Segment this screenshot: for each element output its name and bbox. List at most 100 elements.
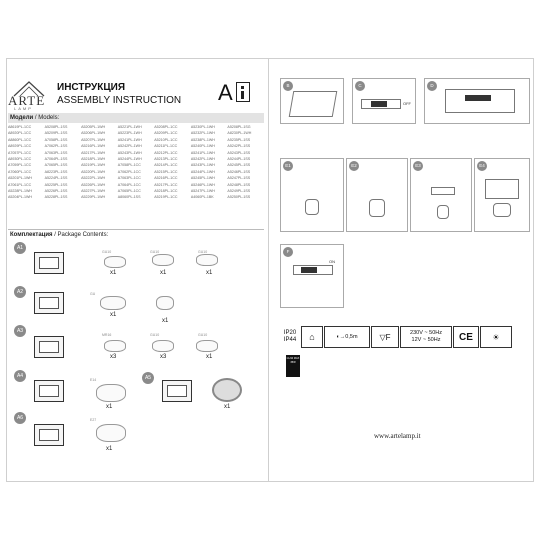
website[interactable]: www.artelamp.it — [374, 432, 421, 440]
model-item: A8619PL-1CC — [8, 125, 32, 129]
model-item: A5220PL-1WH — [81, 169, 106, 174]
model-item: A5227PL-1WH — [81, 189, 106, 194]
model-item: A8860PL-1CC — [8, 137, 32, 142]
model-item: A5249PL-1SS — [227, 189, 251, 194]
model-item: A5241PL-1WH — [117, 137, 142, 142]
socket-image — [152, 254, 174, 266]
model-item: A5205PL-1WH — [81, 125, 106, 129]
part-qty: x1 — [206, 270, 213, 276]
model-item: A5243PL-1WH — [190, 163, 215, 168]
step-e3: E3 — [410, 158, 472, 232]
off-label: OFF — [403, 101, 411, 106]
model-item: A5232PL-1WH — [190, 131, 215, 136]
model-item: A5250PL-1SS — [227, 195, 251, 200]
ce-mark: CE — [453, 326, 479, 348]
on-label: ON — [329, 259, 335, 264]
brand-logo — [13, 81, 45, 97]
connector-image — [196, 340, 218, 352]
model-item: A5215PL-1CC — [154, 169, 178, 174]
instruction-sheet — [6, 58, 534, 482]
frame-image — [162, 380, 192, 402]
spring-image — [156, 296, 174, 310]
model-item: A5208PL-1CC — [154, 125, 178, 129]
model-item: A8920PL-1CC — [8, 131, 32, 136]
frame-image — [34, 292, 64, 314]
kit-badge: A6 — [14, 412, 26, 424]
model-item: A5238PL-1WH — [190, 137, 215, 142]
section-letter: A — [218, 80, 233, 105]
frame-image — [34, 252, 64, 274]
step-badge: D — [427, 81, 437, 91]
step-badge: F — [283, 247, 293, 257]
part-qty: x3 — [160, 354, 167, 360]
model-item: A5218PL-1WH — [81, 157, 106, 162]
brand-sub: LAMP — [14, 106, 33, 111]
model-item: A5244PL-1WH — [117, 157, 142, 162]
part-code: E27 — [90, 418, 97, 422]
info-icon — [236, 82, 250, 102]
model-item: A5219PL-1CC — [154, 195, 178, 200]
lamp-icon: ☀ — [480, 326, 512, 348]
model-item: A7059PL-1CC — [8, 163, 32, 168]
model-item: A5241PL-1WH — [190, 150, 215, 155]
model-item: A5242PL-1WH — [117, 144, 142, 149]
part-qty: x3 — [110, 354, 117, 360]
model-item: A5219PL-1WH — [81, 163, 106, 168]
step-drawing — [431, 187, 455, 195]
bulb-image — [104, 256, 126, 268]
part-code: GU10 — [198, 333, 208, 337]
part-code: GU — [90, 292, 96, 296]
model-item: A5244PL-1WH — [190, 169, 215, 174]
model-item: A5210PL-1CC — [154, 137, 178, 142]
step-drawing — [369, 199, 385, 217]
model-item: A5246PL-1WH — [190, 182, 215, 187]
part-code: GU10 — [102, 250, 112, 254]
house-icon: ⌂ — [301, 326, 323, 348]
step-badge: C — [355, 81, 365, 91]
model-item: A5206PL-1WH — [81, 131, 106, 136]
model-item: A5224PL-1SS — [44, 176, 68, 181]
model-item: A7062PL-1CC — [117, 169, 141, 174]
step-drawing — [445, 89, 515, 113]
kit-badge: A5 — [142, 372, 154, 384]
step-e4: E4 — [474, 158, 530, 232]
part-code: GU10 — [198, 250, 208, 254]
frame-image — [34, 380, 64, 402]
model-item: A5242PL-1SS — [227, 144, 251, 149]
step-c: C OFF — [352, 78, 416, 124]
bulb-image — [96, 424, 126, 442]
bulb-image — [100, 296, 126, 310]
model-item: A5243PL-1SS — [227, 150, 251, 155]
model-item: A7063PL-1CC — [117, 176, 141, 181]
model-item: A7060PL-1CC — [8, 169, 32, 174]
model-item: A5223PL-1WH — [117, 131, 142, 136]
model-item: A5226PL-1WH — [81, 182, 106, 187]
cable-length: ◐→0,5m — [324, 326, 370, 348]
connector-image — [196, 254, 218, 266]
model-item: A5204PL-1WH — [8, 195, 32, 200]
model-item: A5213PL-1CC — [154, 157, 178, 162]
model-item: A5209PL-1SS — [44, 131, 68, 136]
cable-icon: ◐→ — [336, 333, 346, 340]
step-drawing — [437, 205, 449, 219]
step-b: B — [280, 78, 344, 124]
model-item: A7064PL-1SS — [44, 157, 68, 162]
title-ru: ИНСТРУКЦИЯ — [57, 82, 126, 93]
model-item: A5201PL-1WH — [8, 176, 32, 181]
model-item: A5211PL-1CC — [154, 144, 178, 149]
model-item: A5230PL-1WH — [190, 125, 215, 129]
title-en: ASSEMBLY INSTRUCTION — [57, 95, 182, 106]
step-badge: E1 — [283, 161, 293, 171]
model-item: A5222PL-1WH — [81, 176, 106, 181]
model-item: A7064PL-1CC — [117, 182, 141, 187]
part-code: GU10 — [150, 250, 160, 254]
part-qty: x1 — [106, 446, 113, 452]
model-item: A4060PL-1BK — [190, 195, 214, 200]
step-badge: E3 — [413, 161, 423, 171]
model-item: A5216PL-1CC — [154, 176, 178, 181]
model-item: A7062PL-1SS — [44, 144, 68, 149]
part-qty: x1 — [110, 270, 117, 276]
